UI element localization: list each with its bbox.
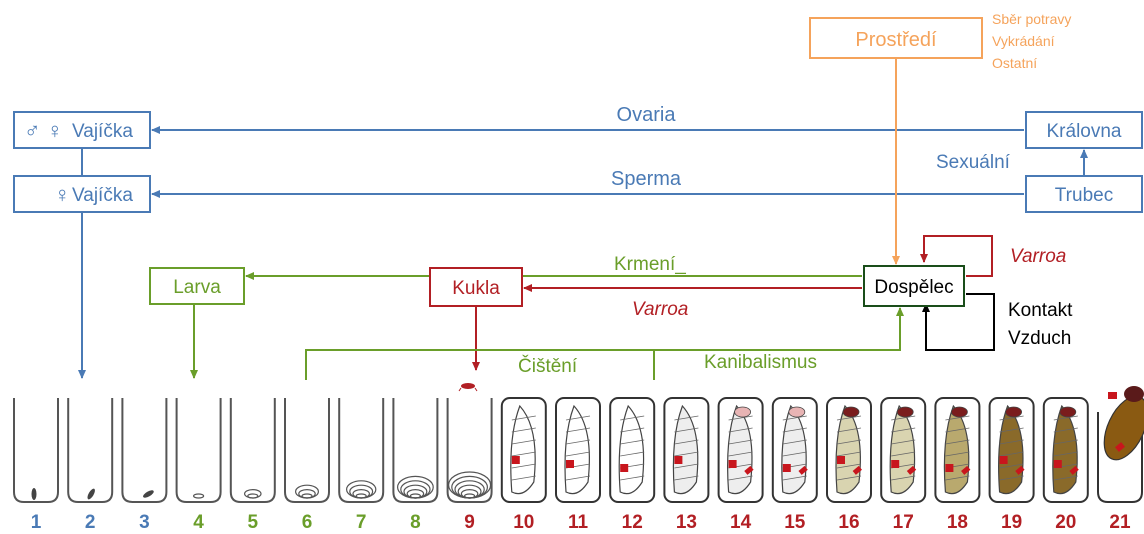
brood-cell-1 (14, 398, 58, 502)
brood-cell-4 (177, 398, 221, 502)
brood-cell-21 (1095, 386, 1144, 502)
svg-text:Vajíčka: Vajíčka (72, 185, 133, 206)
cleaning-label: Čištění (518, 355, 578, 377)
stage-number-14: 14 (730, 512, 752, 533)
sperma-label: Sperma (611, 168, 682, 190)
brood-cell-13 (664, 398, 708, 502)
brood-cell-12 (610, 398, 654, 502)
eggs-female-node: ♀ Vajíčka (14, 176, 150, 212)
brood-cell-17 (881, 398, 925, 502)
stage-number-6: 6 (302, 512, 313, 533)
svg-text:Kukla: Kukla (452, 278, 500, 299)
ovaria-label: Ovaria (617, 104, 677, 126)
svg-text:Prostředí: Prostředí (855, 29, 937, 51)
stage-number-8: 8 (410, 512, 421, 533)
stage-number-16: 16 (838, 512, 859, 533)
stage-number-15: 15 (784, 512, 806, 533)
brood-cell-20 (1044, 398, 1088, 502)
stage-number-10: 10 (513, 512, 534, 533)
pupa-node: Kukla (430, 268, 522, 306)
stage-number-11: 11 (568, 512, 589, 533)
stage-number-3: 3 (139, 512, 150, 533)
brood-cell-14 (719, 398, 763, 502)
brood-cell-9 (448, 398, 492, 502)
stage-number-12: 12 (622, 512, 643, 533)
male-female-symbol: ♂ ♀ (24, 118, 63, 143)
varroa-pupa-label: Varroa (632, 299, 688, 320)
stage-number-17: 17 (893, 512, 914, 533)
larva-node: Larva (150, 268, 244, 304)
brood-cell-18 (935, 398, 979, 502)
brood-cell-19 (990, 398, 1034, 502)
brood-cell-3 (122, 398, 166, 502)
stage-number-2: 2 (85, 512, 96, 533)
drone-node: Trubec (1026, 176, 1142, 212)
varroa-mite-icon (459, 383, 477, 391)
stage-number-19: 19 (1001, 512, 1022, 533)
environment-note-2: Vykrádání (992, 33, 1055, 49)
environment-node: Prostředí (810, 18, 982, 58)
brood-cell-2 (68, 398, 112, 502)
brood-cell-10 (502, 398, 546, 502)
contact-label: Kontakt (1008, 300, 1073, 321)
air-label: Vzduch (1008, 328, 1071, 349)
varroa-adult-label: Varroa (1010, 246, 1066, 267)
brood-cell-11 (556, 398, 600, 502)
environment-note-1: Sběr potravy (992, 11, 1071, 27)
stage-number-7: 7 (356, 512, 367, 533)
brood-cell-7 (339, 398, 383, 502)
queen-node: Královna (1026, 112, 1142, 148)
female-symbol: ♀ (54, 182, 71, 207)
svg-text:Královna: Královna (1047, 121, 1122, 142)
sexual-label: Sexuální (936, 152, 1011, 173)
brood-cell-6 (285, 398, 329, 502)
brood-cell-8 (393, 398, 437, 502)
stage-number-1: 1 (31, 512, 42, 533)
svg-text:Vajíčka: Vajíčka (72, 121, 133, 142)
eggs-male-female-node: ♂ ♀ Vajíčka (14, 112, 150, 148)
svg-text:Larva: Larva (173, 277, 221, 298)
svg-text:Trubec: Trubec (1055, 185, 1113, 206)
brood-cell-5 (231, 398, 275, 502)
stage-number-18: 18 (947, 512, 968, 533)
brood-cells (14, 386, 1144, 502)
stage-number-5: 5 (248, 512, 259, 533)
svg-text:Dospělec: Dospělec (874, 277, 953, 298)
cannibalism-label: Kanibalismus (704, 352, 817, 373)
stage-number-9: 9 (464, 512, 475, 533)
stage-number-13: 13 (676, 512, 697, 533)
environment-note-3: Ostatní (992, 55, 1037, 71)
stage-number-21: 21 (1109, 512, 1131, 533)
brood-cell-16 (827, 398, 871, 502)
adult-node: Dospělec (864, 266, 964, 306)
stage-number-4: 4 (193, 512, 204, 533)
feeding-label: Krmení_ (614, 254, 686, 275)
stage-number-20: 20 (1055, 512, 1076, 533)
brood-cell-15 (773, 398, 817, 502)
